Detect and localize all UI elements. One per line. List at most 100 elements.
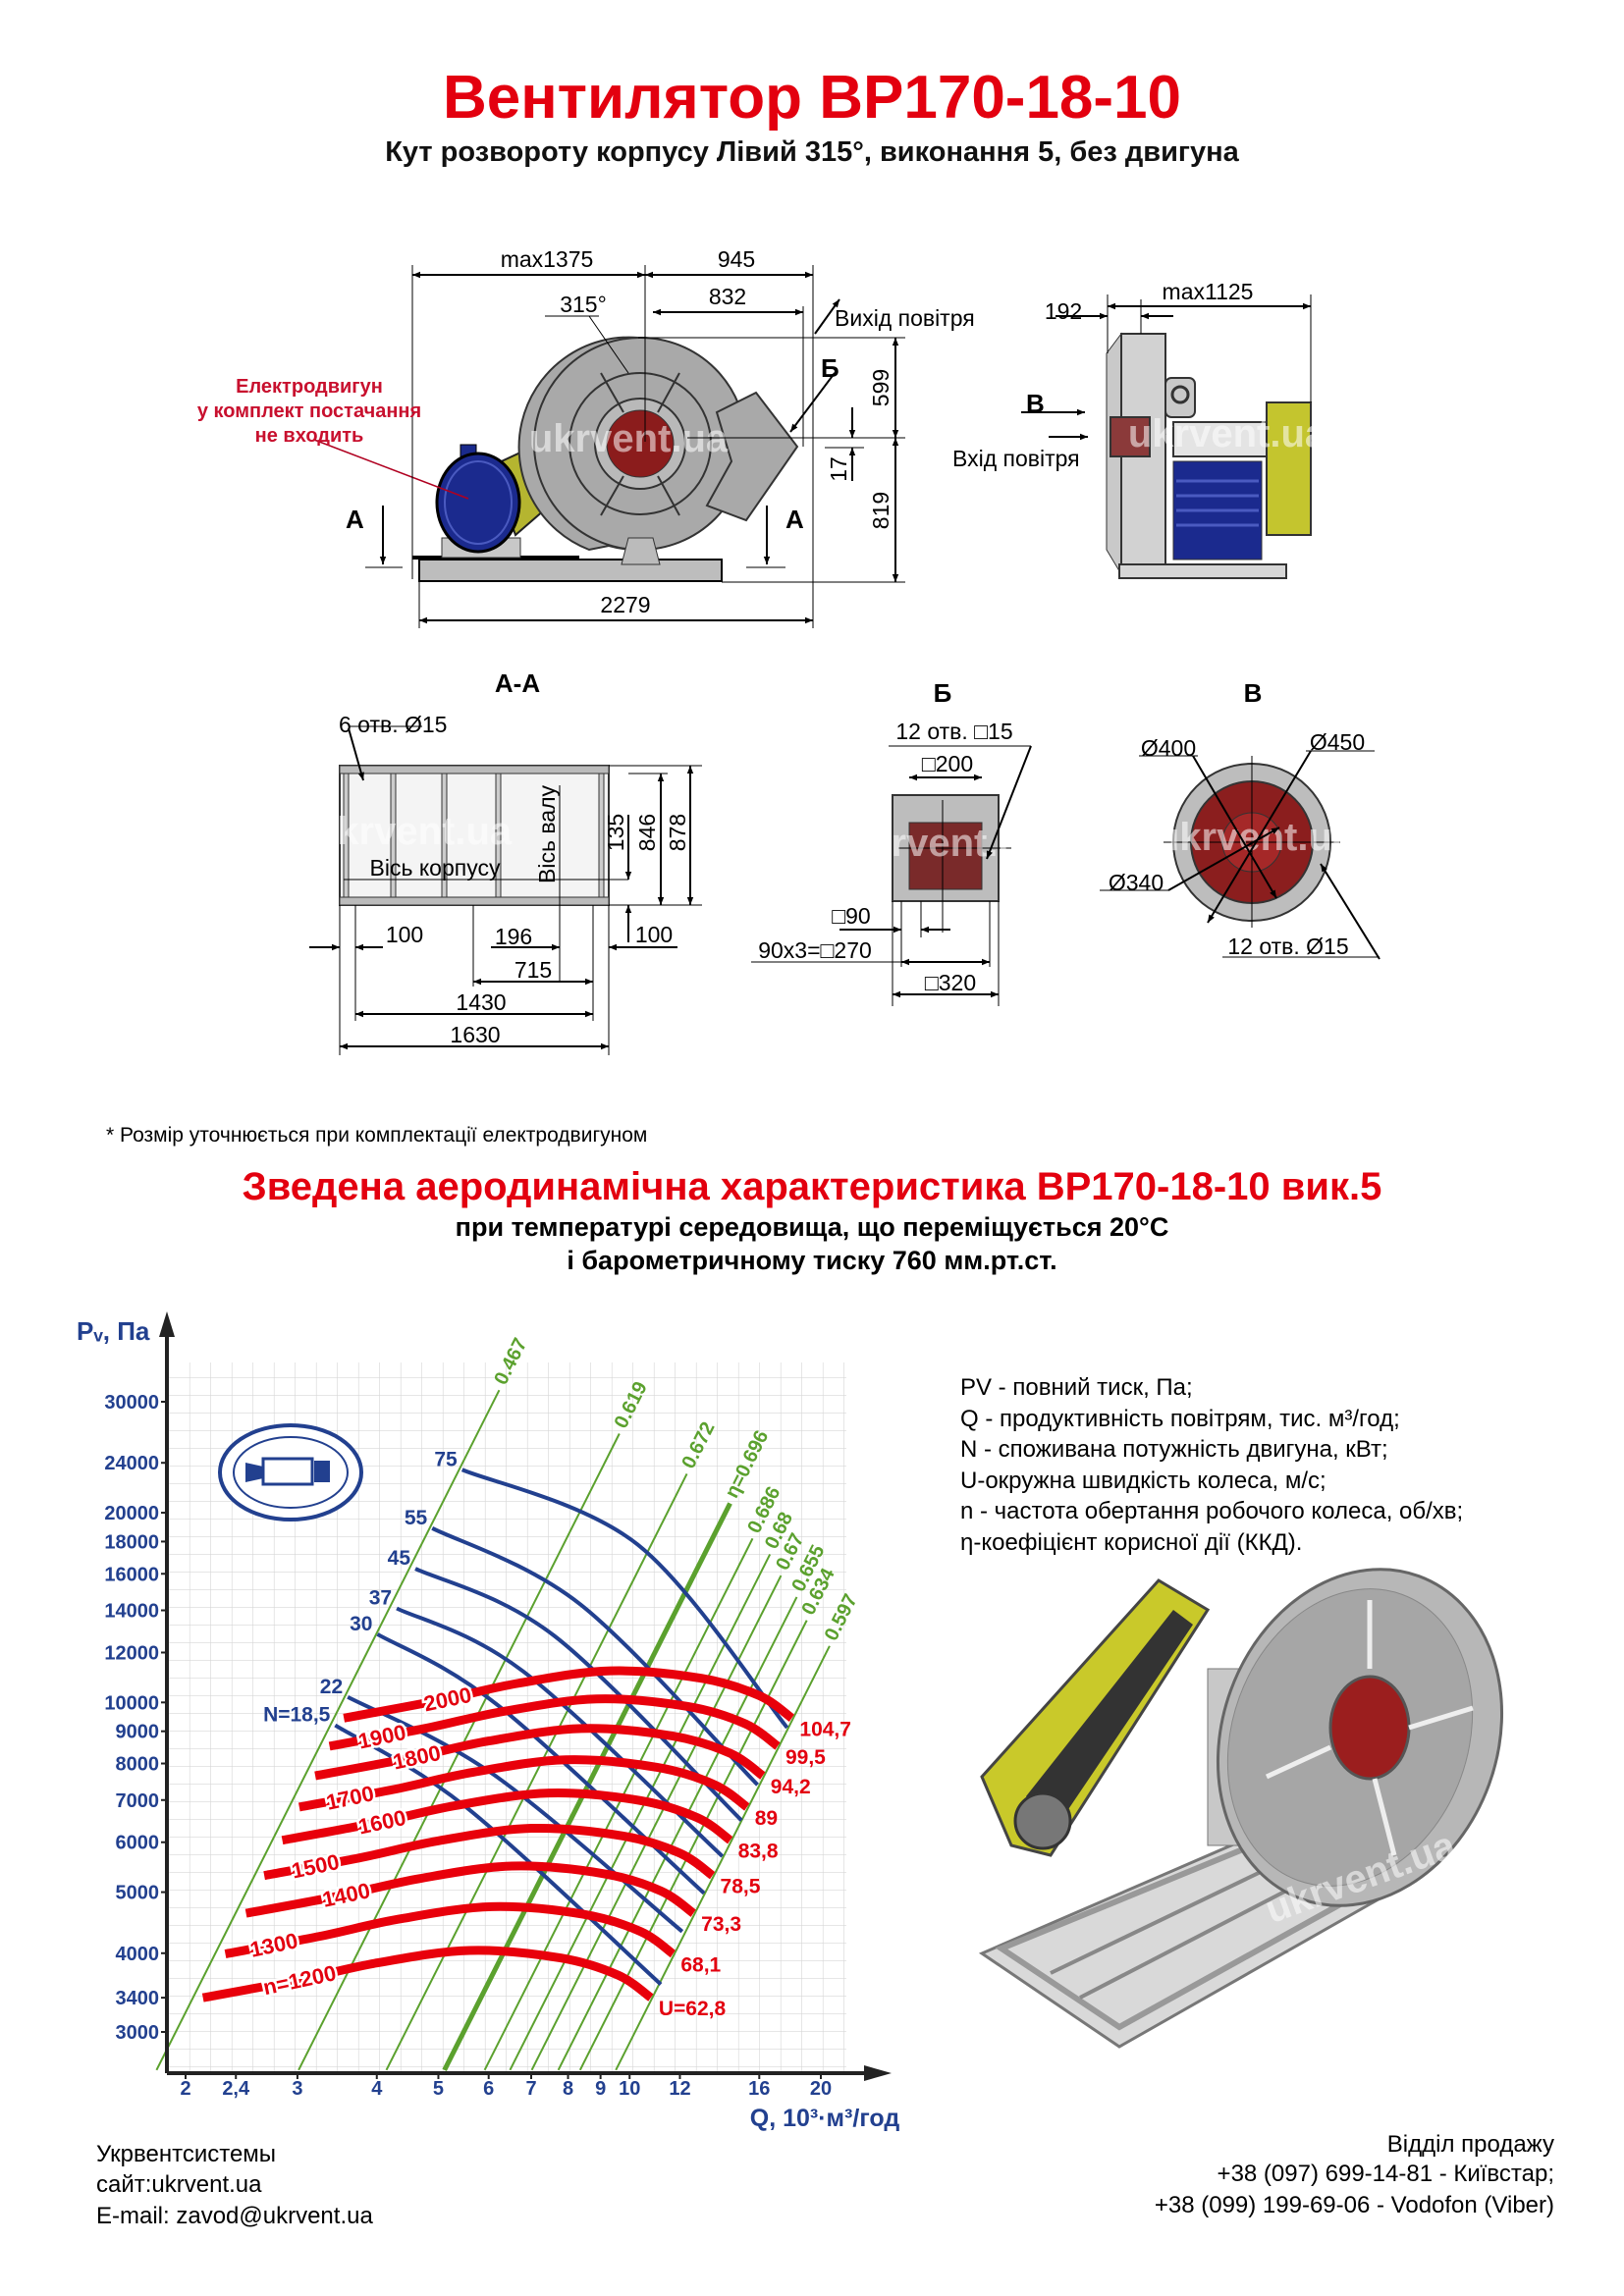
y-tick-label: 30000 (104, 1392, 159, 1414)
power-curve-label: 55 (405, 1507, 428, 1529)
base-frame (418, 559, 723, 582)
speed-curve (281, 1788, 733, 1845)
motor-note-line: Електродвигун (236, 376, 383, 398)
y-tick-label: 12000 (104, 1642, 159, 1664)
view-v-marker: В (1026, 389, 1045, 418)
footnote: * Розмір уточнюється при комплектації ел… (106, 1124, 647, 1147)
section-b-title: Б (934, 678, 952, 708)
legend: PV - повний тиск, Па; Q - продуктивність… (960, 1374, 1463, 1556)
dim-max1375: max1375 (501, 246, 594, 272)
view-v-drawing: В ukrvent.ua Ø400 Ø450 Ø340 12 отв. Ø15 (1100, 678, 1380, 960)
speed-curve (224, 1901, 677, 1958)
dim-100-right: 100 (635, 922, 673, 947)
dim-135: 135 (603, 814, 628, 851)
power-curve-label: 22 (320, 1676, 343, 1698)
power-curve-label: 37 (369, 1587, 392, 1610)
y-tick-label: 9000 (116, 1722, 160, 1743)
dim-270: 90х3=□270 (758, 937, 872, 963)
y-tick-label: 7000 (116, 1790, 160, 1812)
y-tick-label: 4000 (116, 1944, 160, 1965)
dim-715: 715 (514, 957, 552, 983)
legend-item: Q - продуктивність повітрям, тис. м³/год… (960, 1406, 1400, 1432)
company-email[interactable]: E-mail: zavod@ukrvent.ua (96, 2203, 373, 2229)
watermark: ukrvent.ua (1128, 412, 1327, 455)
sales-title: Відділ продажу (1387, 2131, 1554, 2158)
y-tick-label: 14000 (104, 1600, 159, 1622)
dim-d400: Ø400 (1141, 735, 1196, 761)
dim-196: 196 (495, 924, 532, 949)
efficiency-line (615, 1645, 831, 2071)
dim-d450: Ø450 (1310, 729, 1365, 755)
y-axis-label: Pᵥ, Па (77, 1316, 150, 1346)
y-tick-label: 10000 (104, 1692, 159, 1714)
dim-d340: Ø340 (1109, 870, 1164, 895)
speed-curve (343, 1666, 795, 1723)
dim-max1125: max1125 (1163, 279, 1254, 304)
fan-3d-render: ukrvent.ua (978, 1568, 1504, 2049)
front-view-drawing: ukrvent.ua 192 max1125 В Вхід повітря (952, 279, 1327, 579)
x-tick-label: 5 (433, 2078, 444, 2100)
watermark: ukrvent.ua (313, 810, 513, 853)
chart-conditions-line1: при температурі середовища, що переміщує… (456, 1212, 1169, 1242)
lab-stamp (218, 1423, 363, 1522)
motor-leader (313, 439, 469, 500)
y-tick-label: 6000 (116, 1833, 160, 1854)
holes-label: 12 отв. Ø15 (1227, 934, 1348, 959)
watermark: ukrvent.ua (1156, 816, 1355, 859)
y-tick-label: 3000 (116, 2022, 160, 2044)
fan-inlet (606, 409, 675, 478)
tip-speed-label: 94,2 (771, 1776, 811, 1798)
tip-speed-label: 99,5 (785, 1746, 826, 1769)
power-curve-label: N=18,5 (263, 1704, 331, 1727)
tip-speed-label: 83,8 (738, 1841, 779, 1863)
axis-shaft-label: Вісь валу (534, 785, 560, 883)
y-tick-label: 16000 (104, 1564, 159, 1585)
efficiency-line (385, 1473, 688, 2071)
sales-phone-1[interactable]: +38 (097) 699-14-81 - Київстар; (1218, 2161, 1554, 2187)
x-tick-label: 2,4 (222, 2078, 250, 2100)
dim-90: □90 (832, 903, 870, 929)
page-title: Вентилятор ВР170-18-10 (443, 64, 1181, 132)
motor-note-line: у комплект постачання (197, 400, 421, 422)
dim-599: 599 (868, 369, 893, 406)
y-tick-label: 18000 (104, 1531, 159, 1553)
power-curve (431, 1526, 759, 1787)
section-aa-title: А-А (495, 668, 540, 698)
fan-inlet (1328, 1675, 1411, 1781)
company-site[interactable]: сайт:ukrvent.ua (96, 2171, 262, 2198)
speed-curve (328, 1694, 781, 1751)
dim-945: 945 (718, 246, 755, 272)
efficiency-line (483, 1537, 754, 2071)
tip-speed-label: 104,7 (799, 1718, 851, 1740)
motor (435, 452, 521, 554)
power-curve (334, 1723, 663, 1986)
x-axis-label: Q, 10³·м³/год (750, 2105, 900, 2132)
speed-curve (263, 1823, 716, 1881)
sales-phone-2[interactable]: +38 (099) 199-69-06 - Vodofon (Viber) (1155, 2192, 1554, 2218)
x-tick-label: 20 (810, 2078, 832, 2100)
tip-speed-label: 78,5 (721, 1876, 761, 1898)
section-b-marker: Б (821, 353, 839, 383)
dim-192: 192 (1045, 298, 1082, 324)
legend-item: U-окружна швидкість колеса, м/с; (960, 1468, 1326, 1494)
legend-item: η-коефіцієнт корисної дії (ККД). (960, 1529, 1302, 1556)
dim-100-left: 100 (386, 922, 423, 947)
legend-item: PV - повний тиск, Па; (960, 1374, 1193, 1401)
speed-curve (298, 1755, 750, 1812)
speed-curve (244, 1861, 696, 1918)
company-name: Укрвентсистемы (96, 2141, 276, 2167)
dim-832: 832 (709, 284, 746, 309)
chart-conditions-line2: і барометричному тиску 760 мм.рт.ст. (567, 1246, 1056, 1275)
power-curve-label: 45 (388, 1547, 411, 1570)
legend-item: n - частота обертання робочого колеса, о… (960, 1498, 1463, 1524)
dim-200: □200 (922, 751, 973, 776)
dim-1430: 1430 (456, 989, 506, 1015)
watermark: ukrvent.ua (529, 417, 729, 460)
efficiency-line (578, 1620, 808, 2071)
dim-819: 819 (868, 492, 893, 529)
dim-2279: 2279 (600, 592, 650, 617)
dim-878: 878 (665, 814, 690, 851)
holes-label: 12 отв. □15 (895, 719, 1012, 744)
efficiency-line (155, 1389, 501, 2071)
